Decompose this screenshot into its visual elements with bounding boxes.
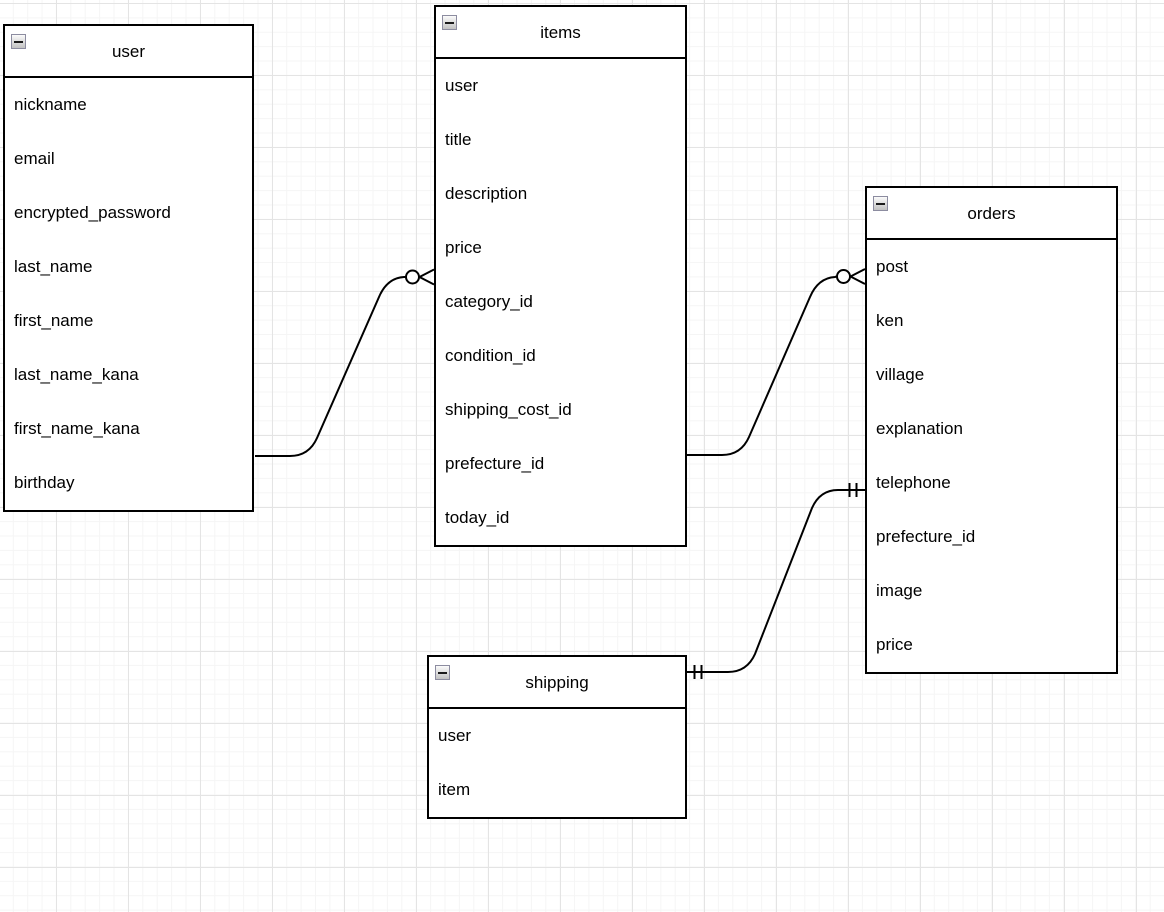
field-row-image[interactable]: image <box>867 564 1116 618</box>
field-label: user <box>445 76 479 95</box>
entity-title: items <box>540 23 581 42</box>
field-row-title[interactable]: title <box>436 113 685 167</box>
edge-shipping-orders[interactable] <box>687 483 865 679</box>
collapse-button[interactable] <box>442 15 457 30</box>
field-label: explanation <box>876 419 963 438</box>
edge-line <box>255 276 406 457</box>
field-label: price <box>445 238 482 257</box>
edge-user-items[interactable] <box>255 268 435 457</box>
field-label: item <box>438 780 471 799</box>
collapse-button[interactable] <box>11 34 26 49</box>
field-row-birthday[interactable]: birthday <box>5 456 252 510</box>
exactly-one-ticks-icon <box>693 665 703 679</box>
field-row-nickname[interactable]: nickname <box>5 78 252 132</box>
field-row-village[interactable]: village <box>867 348 1116 402</box>
minus-icon <box>445 21 454 24</box>
collapse-button[interactable] <box>435 665 450 680</box>
field-row-first-name-kana[interactable]: first_name_kana <box>5 402 252 456</box>
entity-orders[interactable]: orders post ken village explanation tele… <box>865 186 1118 674</box>
minus-icon <box>876 202 885 205</box>
edge-line <box>687 489 865 673</box>
field-row-last-name-kana[interactable]: last_name_kana <box>5 348 252 402</box>
entity-items[interactable]: items user title description price categ… <box>434 5 687 547</box>
field-label: user <box>438 726 472 745</box>
field-label: nickname <box>14 95 87 114</box>
field-label: birthday <box>14 473 75 492</box>
field-row-first-name[interactable]: first_name <box>5 294 252 348</box>
field-row-last-name[interactable]: last_name <box>5 240 252 294</box>
field-label: post <box>876 257 909 276</box>
field-label: telephone <box>876 473 951 492</box>
entity-user[interactable]: user nickname email encrypted_password l… <box>3 24 254 512</box>
field-label: prefecture_id <box>445 454 545 473</box>
minus-icon <box>14 40 23 43</box>
field-row-email[interactable]: email <box>5 132 252 186</box>
edge-line <box>687 275 837 456</box>
minus-icon <box>438 671 447 674</box>
field-row-post[interactable]: post <box>867 240 1116 294</box>
field-label: village <box>876 365 925 384</box>
field-row-category-id[interactable]: category_id <box>436 275 685 329</box>
field-label: category_id <box>445 292 533 311</box>
field-row-user[interactable]: user <box>436 59 685 113</box>
field-label: description <box>445 184 528 203</box>
crow-foot-icon <box>419 268 435 286</box>
field-label: condition_id <box>445 346 536 365</box>
field-label: today_id <box>445 508 510 527</box>
field-label: first_name_kana <box>14 419 140 438</box>
crow-foot-icon <box>850 268 866 285</box>
field-row-telephone[interactable]: telephone <box>867 456 1116 510</box>
field-label: last_name <box>14 257 93 276</box>
field-row-prefecture-id[interactable]: prefecture_id <box>867 510 1116 564</box>
entity-shipping-header: shipping <box>429 657 685 709</box>
edge-items-orders[interactable] <box>687 268 866 456</box>
entity-orders-header: orders <box>867 188 1116 240</box>
entity-title: orders <box>967 204 1016 223</box>
zero-or-many-circle <box>405 269 420 285</box>
field-row-prefecture-id[interactable]: prefecture_id <box>436 437 685 491</box>
entity-user-header: user <box>5 26 252 78</box>
field-label: first_name <box>14 311 94 330</box>
exactly-one-ticks-icon <box>848 483 858 497</box>
field-row-description[interactable]: description <box>436 167 685 221</box>
field-label: email <box>14 149 55 168</box>
field-label: ken <box>876 311 904 330</box>
field-row-today-id[interactable]: today_id <box>436 491 685 545</box>
field-row-condition-id[interactable]: condition_id <box>436 329 685 383</box>
collapse-button[interactable] <box>873 196 888 211</box>
field-label: title <box>445 130 472 149</box>
field-row-item[interactable]: item <box>429 763 685 817</box>
zero-or-many-circle <box>836 269 851 284</box>
field-row-user[interactable]: user <box>429 709 685 763</box>
field-label: prefecture_id <box>876 527 976 546</box>
field-label: image <box>876 581 923 600</box>
field-row-encrypted-password[interactable]: encrypted_password <box>5 186 252 240</box>
entity-items-header: items <box>436 7 685 59</box>
field-row-price[interactable]: price <box>867 618 1116 672</box>
field-label: shipping_cost_id <box>445 400 572 419</box>
field-row-ken[interactable]: ken <box>867 294 1116 348</box>
field-label: last_name_kana <box>14 365 139 384</box>
field-label: encrypted_password <box>14 203 171 222</box>
field-row-price[interactable]: price <box>436 221 685 275</box>
entity-title: user <box>111 42 146 61</box>
entity-shipping[interactable]: shipping user item <box>427 655 687 819</box>
field-label: price <box>876 635 913 654</box>
entity-title: shipping <box>525 673 589 692</box>
field-row-shipping-cost-id[interactable]: shipping_cost_id <box>436 383 685 437</box>
field-row-explanation[interactable]: explanation <box>867 402 1116 456</box>
